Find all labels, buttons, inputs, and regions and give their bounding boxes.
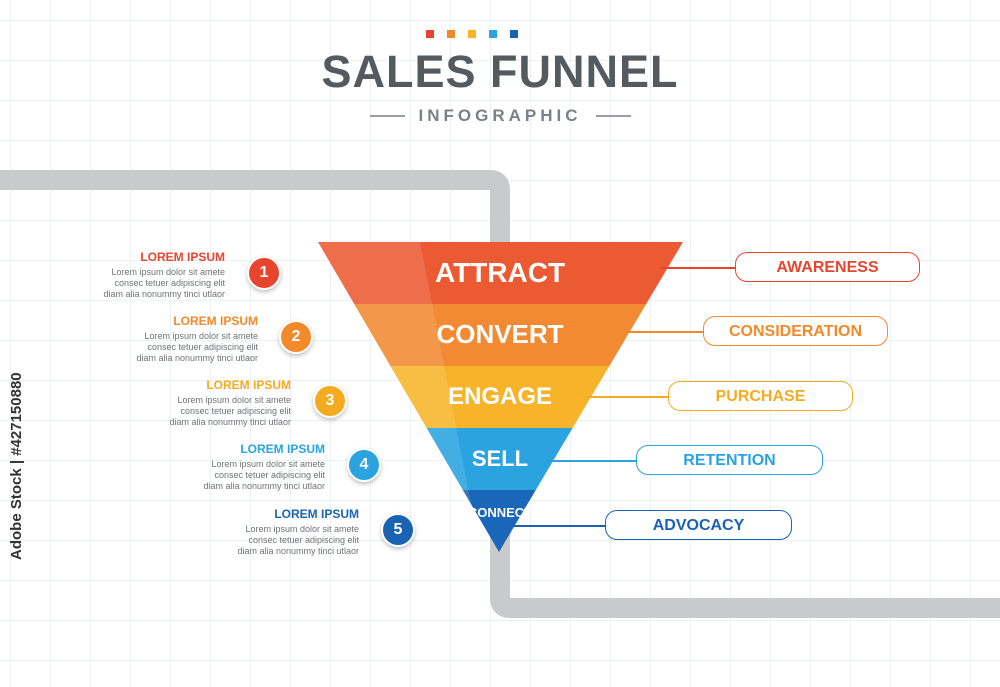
step-description-line: consec tetuer adipiscing elit (147, 342, 258, 352)
step-description-line: Lorem ipsum dolor sit amete (177, 395, 291, 405)
page-subtitle: INFOGRAPHIC (418, 106, 582, 125)
step-description-line: Lorem ipsum dolor sit amete (245, 524, 359, 534)
subtitle-row: INFOGRAPHIC (350, 104, 650, 128)
step-description-line: consec tetuer adipiscing elit (114, 278, 225, 288)
step-number-badge: 3 (313, 384, 347, 418)
funnel-band-convert (354, 304, 647, 366)
step-description-line: Lorem ipsum dolor sit amete (144, 331, 258, 341)
connector-line (550, 460, 636, 462)
outcome-pill-advocacy: ADVOCACY (605, 510, 792, 540)
funnel-band-connect (462, 490, 536, 552)
title-dot (510, 30, 518, 38)
step-description-line: Lorem ipsum dolor sit amete (111, 267, 225, 277)
step-description-line: diam alia nonummy tinci utlaor (169, 417, 291, 427)
funnel-band-attract (318, 242, 683, 304)
title-dot (426, 30, 434, 38)
step-description-line: Lorem ipsum dolor sit amete (211, 459, 325, 469)
subtitle-rule-left (369, 115, 405, 117)
funnel-highlight (318, 242, 490, 562)
outcome-pill-awareness: AWARENESS (735, 252, 920, 282)
connector-line (513, 525, 605, 527)
funnel-stage-label: ATTRACT (434, 257, 566, 289)
step-number-badge: 2 (279, 320, 313, 354)
funnel-stage-label: SELL (471, 445, 529, 471)
funnel-stage-label: ENGAGE (447, 382, 552, 410)
funnel-band-sell (426, 428, 573, 490)
title-dot (489, 30, 497, 38)
connector-line (623, 331, 703, 333)
step-heading: LOREM IPSUM (240, 442, 325, 456)
step-number-badge: 4 (347, 448, 381, 482)
outcome-pill-purchase: PURCHASE (668, 381, 853, 411)
connector-line (660, 267, 735, 269)
step-number-badge: 5 (381, 513, 415, 547)
title-dots (426, 30, 518, 38)
connector-line (587, 396, 668, 398)
step-description-line: diam alia nonummy tinci utlaor (103, 289, 225, 299)
page-title: SALES FUNNEL (321, 46, 679, 97)
step-description-line: consec tetuer adipiscing elit (248, 535, 359, 545)
step-number-badge: 1 (247, 256, 281, 290)
step-description-line: diam alia nonummy tinci utlaor (136, 353, 258, 363)
step-description-line: consec tetuer adipiscing elit (180, 406, 291, 416)
step-heading: LOREM IPSUM (206, 378, 291, 392)
outcome-pill-consideration: CONSIDERATION (703, 316, 888, 346)
stock-watermark: Adobe Stock | #427150880 (8, 372, 25, 560)
title-dot (447, 30, 455, 38)
funnel-band-engage (390, 366, 610, 428)
step-heading: LOREM IPSUM (173, 314, 258, 328)
step-description-line: diam alia nonummy tinci utlaor (203, 481, 325, 491)
step-heading: LOREM IPSUM (140, 250, 225, 264)
funnel-stage-label: CONVERT (436, 319, 564, 350)
outcome-pill-retention: RETENTION (636, 445, 823, 475)
step-description-line: diam alia nonummy tinci utlaor (237, 546, 359, 556)
funnel-stage-label: CONNECT (467, 505, 533, 521)
subtitle-rule-right (595, 115, 631, 117)
step-heading: LOREM IPSUM (274, 507, 359, 521)
step-description-line: consec tetuer adipiscing elit (214, 470, 325, 480)
title-dot (468, 30, 476, 38)
